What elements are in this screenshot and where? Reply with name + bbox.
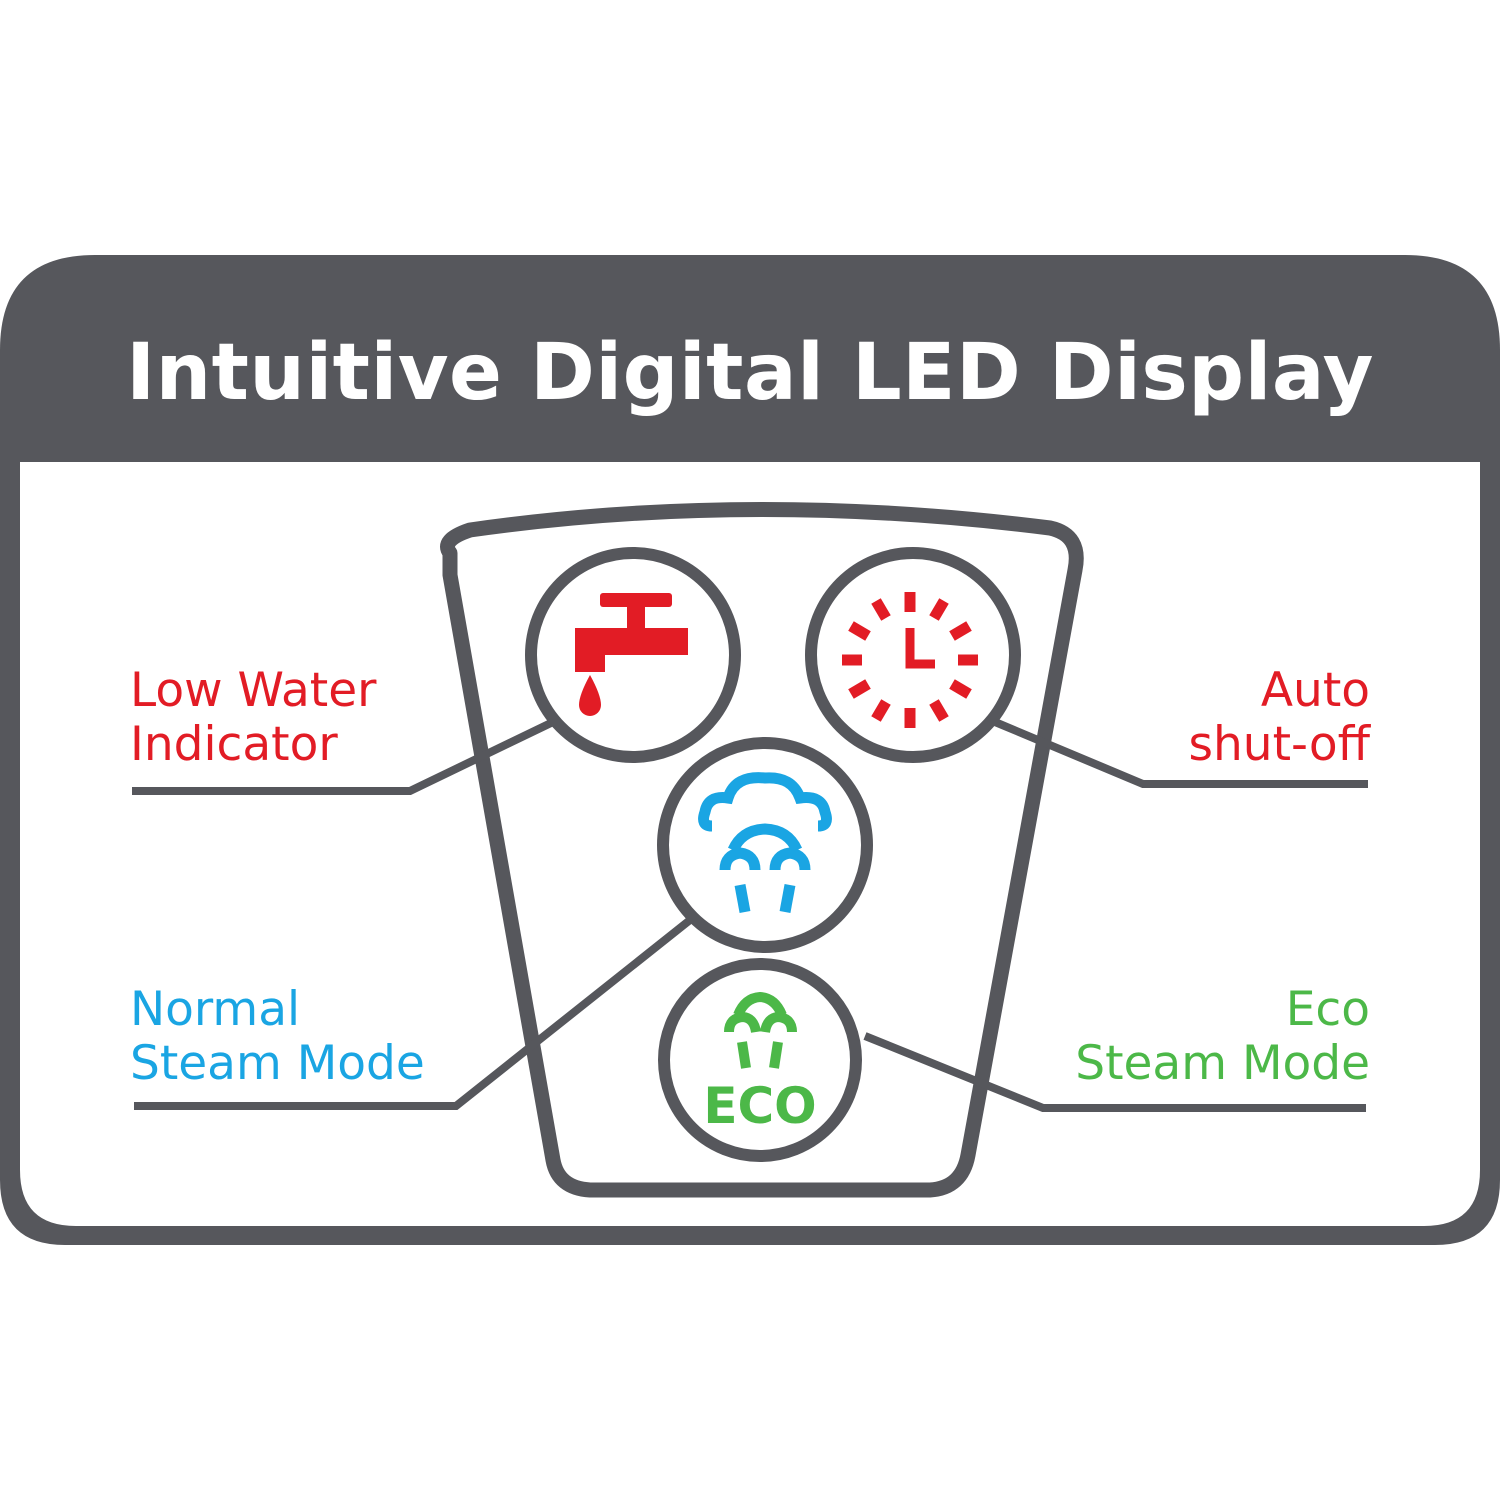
label-line: Eco	[1285, 982, 1370, 1037]
label-line: Steam Mode	[1075, 1036, 1370, 1091]
leader-line-eco-steam	[863, 1032, 1366, 1112]
leader-line-normal-steam	[134, 916, 693, 1110]
leader-line-low-water	[132, 718, 555, 795]
label-line: Low Water	[130, 663, 377, 718]
steam-cloud-icon	[698, 772, 832, 914]
eco-steam-mode-button[interactable]	[658, 958, 862, 1162]
auto-shutoff-label: Auto shut-off	[1040, 664, 1370, 772]
eco-steam-icon	[724, 991, 797, 1069]
label-line: Steam Mode	[130, 1036, 425, 1091]
label-line: Normal	[130, 982, 301, 1037]
eco-steam-mode-label: Eco Steam Mode	[970, 983, 1370, 1091]
diagram-title: Intuitive Digital LED Display	[126, 328, 1374, 418]
normal-steam-mode-label: Normal Steam Mode	[130, 983, 425, 1091]
label-line: Auto	[1260, 663, 1370, 718]
label-line: shut-off	[1188, 717, 1370, 772]
eco-button-text: ECO	[703, 1077, 817, 1135]
clock-icon	[842, 592, 978, 728]
control-panel-outline	[440, 501, 1084, 1198]
label-line: Indicator	[130, 717, 338, 772]
faucet-drop-icon	[575, 593, 688, 716]
low-water-indicator-label: Low Water Indicator	[130, 664, 376, 772]
leader-line-auto-off	[993, 718, 1368, 788]
